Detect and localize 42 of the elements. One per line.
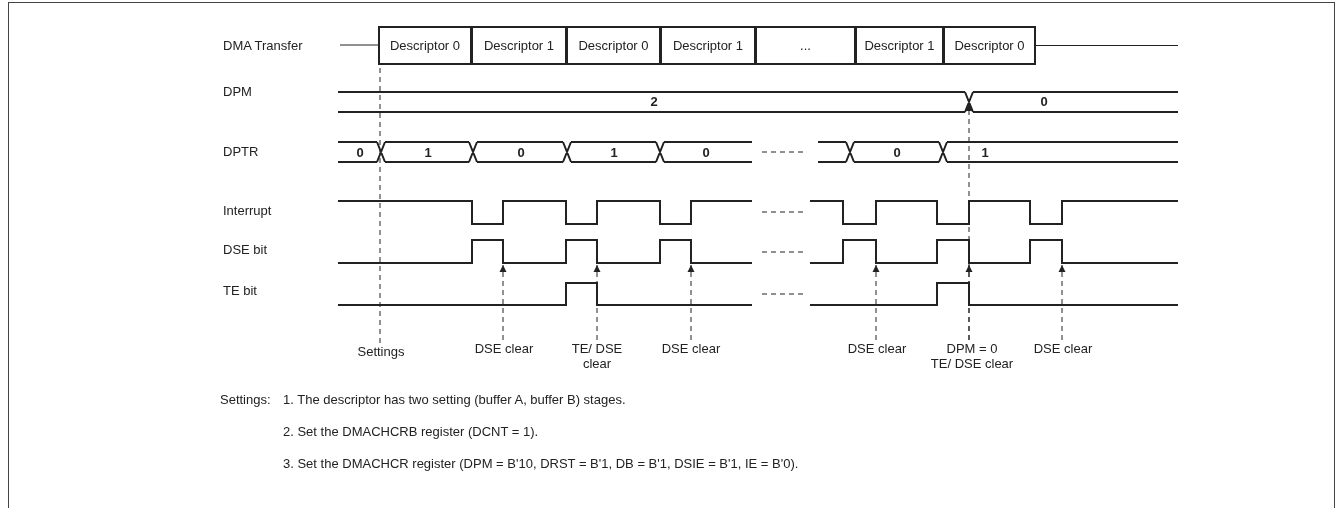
note-text: 3. Set the DMACHCR register (DPM = B'10, DRST = B'1, DB = B'1, DSIE = B'1, IE = B'0). bbox=[283, 456, 799, 471]
descriptor-box: Descriptor 1 bbox=[660, 26, 756, 65]
connector-line bbox=[339, 44, 379, 46]
signal-name: DPTR bbox=[223, 144, 259, 159]
event-label: DSE clear bbox=[847, 341, 907, 356]
bus-value: 1 bbox=[424, 145, 432, 160]
leader-arrow bbox=[499, 264, 507, 341]
note-text: 1. The descriptor has two setting (buffer A, buffer B) stages. bbox=[283, 392, 626, 407]
bus-value: 2 bbox=[650, 94, 658, 109]
bus-value: 0 bbox=[356, 145, 364, 160]
leader-arrow bbox=[965, 264, 973, 341]
descriptor-box: Descriptor 1 bbox=[855, 26, 944, 65]
event-label: Settings bbox=[357, 344, 405, 359]
bus-value: 0 bbox=[893, 145, 901, 160]
bus-value: 0 bbox=[1040, 94, 1048, 109]
descriptor-box: Descriptor 0 bbox=[943, 26, 1036, 65]
signal-name: DSE bit bbox=[223, 242, 268, 257]
leader-arrow bbox=[687, 264, 695, 341]
signal-name: Interrupt bbox=[223, 203, 272, 218]
bus-value: 1 bbox=[610, 145, 618, 160]
note-text: Settings: bbox=[220, 392, 271, 407]
leader-arrow bbox=[872, 264, 880, 341]
signal-name: DPM bbox=[223, 84, 252, 99]
leader-arrow bbox=[593, 264, 601, 341]
event-label: DSE clear bbox=[661, 341, 721, 356]
leader-arrow bbox=[1058, 264, 1066, 341]
note-text: 2. Set the DMACHCRB register (DCNT = 1). bbox=[283, 424, 539, 439]
event-label: DPM = 0 bbox=[946, 341, 998, 356]
bus-value: 0 bbox=[702, 145, 710, 160]
bus-value: 1 bbox=[981, 145, 989, 160]
bus-value: 0 bbox=[517, 145, 525, 160]
row-label: DMA Transfer bbox=[223, 37, 303, 53]
connector-line bbox=[1035, 45, 1179, 46]
event-label: TE/ DSE clear bbox=[930, 356, 1014, 371]
descriptor-box: Descriptor 1 bbox=[471, 26, 567, 65]
event-label: DSE clear bbox=[1033, 341, 1093, 356]
descriptor-box: Descriptor 0 bbox=[566, 26, 661, 65]
signal-name: TE bit bbox=[223, 283, 257, 298]
event-label: TE/ DSE clear bbox=[570, 341, 624, 371]
descriptor-box: ... bbox=[755, 26, 856, 65]
descriptor-box: Descriptor 0 bbox=[378, 26, 472, 65]
event-label: DSE clear bbox=[474, 341, 534, 356]
